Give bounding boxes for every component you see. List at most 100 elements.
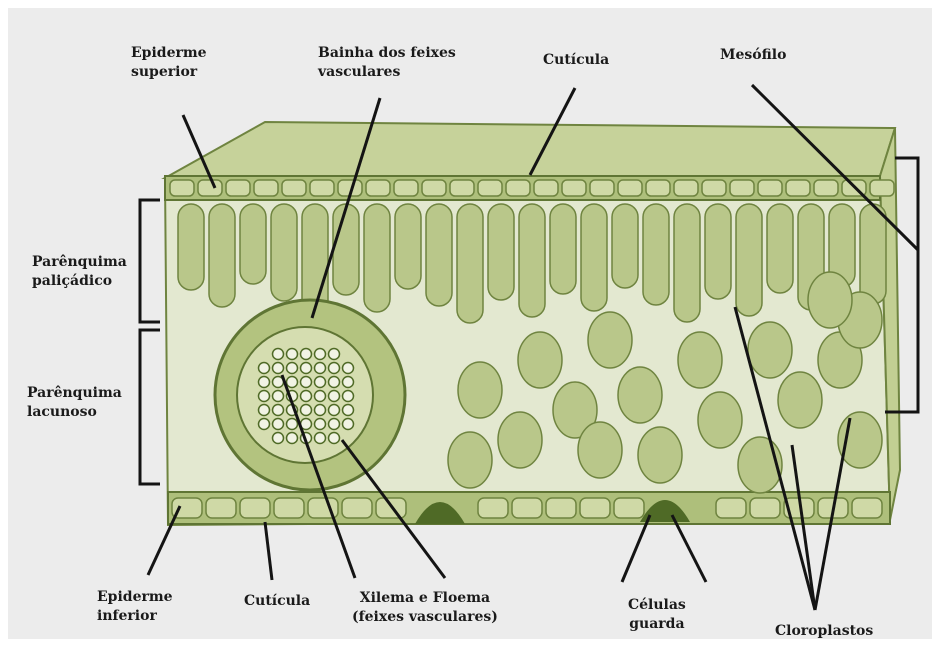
- leader-guarda-left: [622, 515, 650, 582]
- xylem-cell: [301, 377, 312, 388]
- xylem-cell: [343, 405, 354, 416]
- xylem-cell: [329, 433, 340, 444]
- xylem-cell: [329, 419, 340, 430]
- palisade-cell: [674, 204, 700, 322]
- epidermis-cell: [366, 180, 390, 196]
- label-parenquima-palicadico: Parênquima paliçádico: [32, 253, 127, 291]
- palisade-cell: [364, 204, 390, 312]
- xylem-cell: [315, 433, 326, 444]
- palisade-cell: [178, 204, 204, 290]
- epidermis-cell: [274, 498, 304, 518]
- epidermis-cell: [758, 180, 782, 196]
- spongy-cell: [618, 367, 662, 423]
- xylem-cell: [287, 433, 298, 444]
- label-mesofilo: Mesófilo: [720, 46, 786, 65]
- spongy-cell: [448, 432, 492, 488]
- spongy-cell: [638, 427, 682, 483]
- palisade-cell: [333, 204, 359, 295]
- epidermis-cell: [478, 498, 508, 518]
- xylem-cell: [343, 391, 354, 402]
- xylem-cell: [287, 419, 298, 430]
- leader-cuticula-bottom: [265, 522, 272, 580]
- spongy-cell: [698, 392, 742, 448]
- palisade-cell: [488, 204, 514, 300]
- lower-epidermis-cells: [172, 498, 882, 518]
- label-line: Epiderme: [131, 44, 207, 63]
- epidermis-cell: [750, 498, 780, 518]
- epidermis-cell: [226, 180, 250, 196]
- label-cuticula-bottom: Cutícula: [244, 592, 310, 611]
- epidermis-cell: [394, 180, 418, 196]
- palisade-cell: [209, 204, 235, 307]
- vascular-bundle: [215, 300, 405, 490]
- xylem-cell: [273, 349, 284, 360]
- xylem-cell: [315, 377, 326, 388]
- epidermis-cell: [310, 180, 334, 196]
- palisade-cell: [767, 204, 793, 293]
- palisade-cell: [271, 204, 297, 301]
- palisade-cell: [519, 204, 545, 317]
- bracket-palicadico: [140, 200, 160, 322]
- palisade-cell: [240, 204, 266, 284]
- epidermis-cell: [282, 180, 306, 196]
- epidermis-cell: [198, 180, 222, 196]
- palisade-cell: [581, 204, 607, 311]
- palisade-cell: [426, 204, 452, 306]
- epidermis-cell: [450, 180, 474, 196]
- palisade-cell: [550, 204, 576, 294]
- leader-epiderme-inferior: [148, 506, 180, 575]
- palisade-cell: [457, 204, 483, 323]
- epidermis-cell: [546, 498, 576, 518]
- epidermis-cell: [240, 498, 270, 518]
- xylem-cell: [301, 363, 312, 374]
- label-line: Células: [628, 596, 686, 615]
- xylem-cell: [259, 419, 270, 430]
- epidermis-cell: [534, 180, 558, 196]
- label-line: Epiderme: [97, 588, 173, 607]
- label-epiderme-superior: Epiderme superior: [131, 44, 207, 82]
- label-line: (feixes vasculares): [352, 608, 498, 627]
- xylem-cell: [273, 391, 284, 402]
- epidermis-cell: [618, 180, 642, 196]
- label-bainha: Bainha dos feixes vasculares: [318, 44, 456, 82]
- leaf-top-face: [165, 122, 895, 178]
- epidermis-cell: [852, 498, 882, 518]
- epidermis-cell: [716, 498, 746, 518]
- xylem-cell: [343, 419, 354, 430]
- xylem-cell: [329, 377, 340, 388]
- label-line: vasculares: [318, 63, 456, 82]
- palisade-cell: [612, 204, 638, 288]
- palisade-cell: [736, 204, 762, 316]
- label-cuticula-top: Cutícula: [543, 51, 609, 70]
- xylem-cell: [273, 363, 284, 374]
- xylem-cell: [287, 377, 298, 388]
- palisade-cell: [395, 204, 421, 289]
- xylem-cell: [301, 349, 312, 360]
- label-line: Parênquima: [27, 384, 122, 403]
- label-celulas-guarda: Células guarda: [628, 596, 686, 634]
- epidermis-cell: [814, 180, 838, 196]
- epidermis-cell: [422, 180, 446, 196]
- epidermis-cell: [562, 180, 586, 196]
- label-line: Bainha dos feixes: [318, 44, 456, 63]
- leader-guarda-right: [672, 515, 706, 582]
- xylem-cell: [287, 363, 298, 374]
- label-line: lacunoso: [27, 403, 122, 422]
- xylem-cell: [329, 391, 340, 402]
- epidermis-cell: [786, 180, 810, 196]
- epidermis-cell: [170, 180, 194, 196]
- spongy-cell: [458, 362, 502, 418]
- epidermis-cell: [614, 498, 644, 518]
- label-xilema-floema: Xilema e Floema (feixes vasculares): [352, 589, 498, 627]
- epidermis-cell: [590, 180, 614, 196]
- xylem-cell: [259, 405, 270, 416]
- palisade-cell: [643, 204, 669, 305]
- spongy-cell: [778, 372, 822, 428]
- label-line: inferior: [97, 607, 173, 626]
- palisade-cell: [860, 204, 886, 304]
- label-line: guarda: [628, 615, 686, 634]
- xylem-cell: [301, 391, 312, 402]
- xylem-cell: [301, 405, 312, 416]
